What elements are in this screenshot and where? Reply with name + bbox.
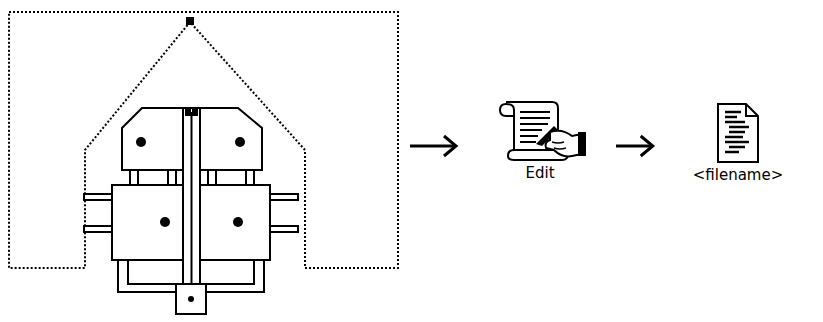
flow-arrow — [616, 136, 653, 156]
file-node: <filename> — [693, 102, 784, 184]
edit-node: Edit — [492, 98, 588, 182]
file-icon — [715, 102, 761, 164]
icon-label: <filename> — [693, 166, 784, 184]
edit-icon — [492, 98, 588, 162]
icon-label: Edit — [525, 164, 554, 182]
